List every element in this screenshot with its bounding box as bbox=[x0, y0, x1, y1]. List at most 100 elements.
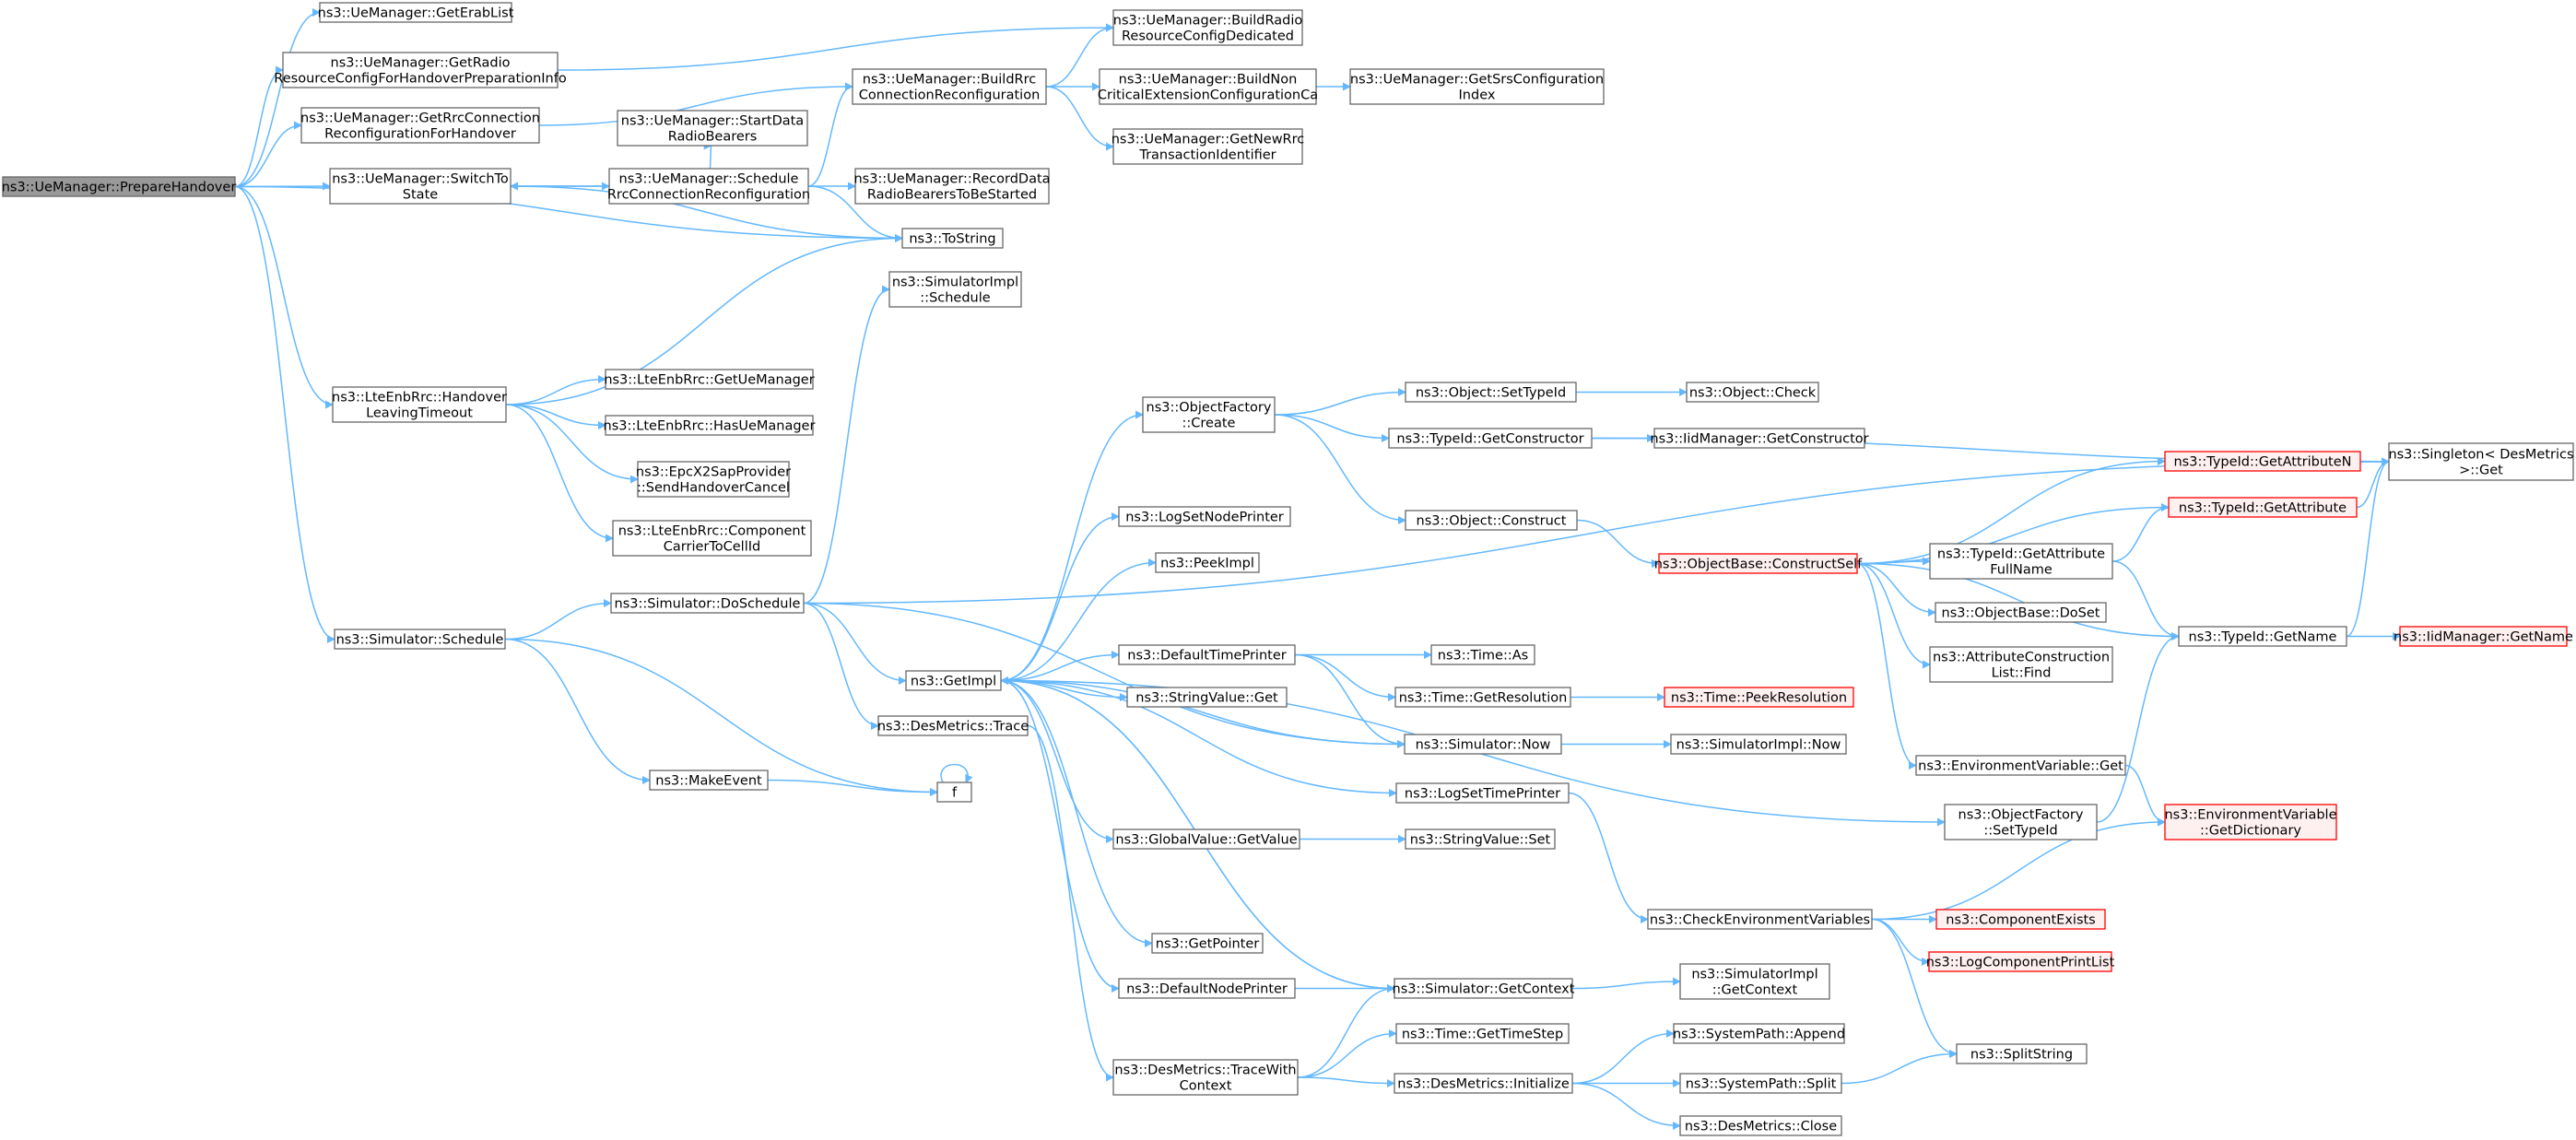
node-box bbox=[877, 715, 1029, 736]
node-sim-doschedule[interactable]: ns3::Simulator::DoSchedule bbox=[610, 593, 805, 614]
node-typeid-get-name[interactable]: ns3::TypeId::GetName bbox=[2178, 626, 2347, 647]
node-box bbox=[1151, 933, 1264, 954]
node-get-ue-manager[interactable]: ns3::LteEnbRrc::GetUeManager bbox=[604, 369, 815, 390]
node-build-non[interactable]: ns3::UeManager::BuildNonCriticalExtensio… bbox=[1098, 68, 1318, 105]
node-simulator-now[interactable]: ns3::Simulator::Now bbox=[1404, 734, 1562, 755]
node-build-radio[interactable]: ns3::UeManager::BuildRadioResourceConfig… bbox=[1112, 9, 1303, 46]
node-box bbox=[1935, 602, 2107, 623]
node-typeid-get-attribute-n[interactable]: ns3::TypeId::GetAttributeN bbox=[2164, 451, 2361, 472]
node-system-path-append[interactable]: ns3::SystemPath::Append bbox=[1673, 1023, 1845, 1044]
edge-handover-timeout-to-send-cancel bbox=[505, 404, 639, 484]
node-des-metrics-trace[interactable]: ns3::DesMetrics::Trace bbox=[877, 715, 1029, 736]
node-label: ns3::UeManager::StartData bbox=[621, 114, 804, 129]
node-object-set-type-id[interactable]: ns3::Object::SetTypeId bbox=[1405, 382, 1577, 403]
node-sim-schedule[interactable]: ns3::Simulator::Schedule bbox=[334, 629, 506, 650]
node-schedule-rrc[interactable]: ns3::UeManager::ScheduleRrcConnectionRec… bbox=[607, 168, 810, 205]
node-simulator-get-context[interactable]: ns3::Simulator::GetContext bbox=[1393, 978, 1575, 999]
node-to-string[interactable]: ns3::ToString bbox=[901, 228, 1004, 249]
node-label: ns3::Time::As bbox=[1438, 649, 1528, 664]
node-object-construct[interactable]: ns3::Object::Construct bbox=[1405, 510, 1578, 531]
node-object-factory-settypeid[interactable]: ns3::ObjectFactory::SetTypeId bbox=[1944, 804, 2098, 840]
node-peek-impl[interactable]: ns3::PeekImpl bbox=[1155, 552, 1260, 573]
node-log-set-node-printer[interactable]: ns3::LogSetNodePrinter bbox=[1118, 506, 1291, 527]
node-get-new-rrc[interactable]: ns3::UeManager::GetNewRrcTransactionIden… bbox=[1112, 128, 1305, 165]
node-object-factory-create[interactable]: ns3::ObjectFactory::Create bbox=[1142, 396, 1276, 433]
node-log-component-print-list[interactable]: ns3::LogComponentPrintList bbox=[1926, 951, 2115, 972]
node-label: ns3::UeManager::PrepareHandover bbox=[2, 181, 237, 195]
node-simimpl-get-context[interactable]: ns3::SimulatorImpl::GetContext bbox=[1679, 963, 1830, 1000]
edge-sim-schedule-to-make-event bbox=[504, 638, 651, 784]
node-box bbox=[1929, 646, 2113, 683]
node-iid-get-constructor[interactable]: ns3::IidManager::GetConstructor bbox=[1650, 428, 1869, 449]
node-get-erab-list[interactable]: ns3::UeManager::GetErabList bbox=[318, 2, 514, 23]
node-build-rrc[interactable]: ns3::UeManager::BuildRrcConnectionReconf… bbox=[852, 68, 1047, 105]
node-label: ns3::IidManager::GetName bbox=[2394, 630, 2573, 645]
node-object-base-doset[interactable]: ns3::ObjectBase::DoSet bbox=[1935, 602, 2107, 623]
node-time-get-resolution[interactable]: ns3::Time::GetResolution bbox=[1394, 687, 1571, 708]
node-global-value-get-value[interactable]: ns3::GlobalValue::GetValue bbox=[1112, 829, 1300, 850]
node-time-get-time-step[interactable]: ns3::Time::GetTimeStep bbox=[1395, 1023, 1570, 1044]
node-time-peek-resolution[interactable]: ns3::Time::PeekResolution bbox=[1664, 687, 1854, 708]
node-simimpl-schedule[interactable]: ns3::SimulatorImpl::Schedule bbox=[888, 271, 1022, 308]
node-default-time-printer[interactable]: ns3::DefaultTimePrinter bbox=[1118, 644, 1296, 665]
node-get-pointer[interactable]: ns3::GetPointer bbox=[1151, 933, 1264, 954]
node-iid-get-name[interactable]: ns3::IidManager::GetName bbox=[2394, 626, 2573, 647]
node-split-string[interactable]: ns3::SplitString bbox=[1956, 1043, 2088, 1064]
node-string-value-get[interactable]: ns3::StringValue::Get bbox=[1126, 687, 1288, 708]
node-time-as[interactable]: ns3::Time::As bbox=[1430, 644, 1535, 665]
node-label: RrcConnectionReconfiguration bbox=[607, 188, 810, 203]
node-typeid-get-constructor[interactable]: ns3::TypeId::GetConstructor bbox=[1388, 428, 1593, 449]
node-singleton-get[interactable]: ns3::Singleton< DesMetrics >::Get bbox=[2388, 442, 2574, 481]
node-env-var-get[interactable]: ns3::EnvironmentVariable::Get bbox=[1915, 755, 2126, 776]
node-has-ue-manager[interactable]: ns3::LteEnbRrc::HasUeManager bbox=[604, 415, 816, 436]
edge-typeid-get-attribute-to-singleton-get bbox=[2356, 457, 2390, 509]
call-edges bbox=[234, 8, 2401, 1130]
node-env-var-get-dict[interactable]: ns3::EnvironmentVariable::GetDictionary bbox=[2164, 804, 2337, 840]
node-get-rrc-conn[interactable]: ns3::UeManager::GetRrcConnectionReconfig… bbox=[300, 107, 540, 144]
node-make-event[interactable]: ns3::MakeEvent bbox=[649, 770, 769, 791]
node-get-impl[interactable]: ns3::GetImpl bbox=[905, 670, 1002, 691]
node-string-value-set[interactable]: ns3::StringValue::Set bbox=[1405, 829, 1556, 850]
node-label: ns3::UeManager::GetRrcConnection bbox=[300, 112, 540, 126]
node-box bbox=[1647, 909, 1873, 930]
node-box bbox=[300, 107, 540, 144]
node-label: ns3::Simulator::Now bbox=[1416, 738, 1551, 753]
node-log-set-time-printer[interactable]: ns3::LogSetTimePrinter bbox=[1395, 782, 1570, 804]
edge-sim-schedule-to-sim-doschedule bbox=[504, 599, 612, 641]
edge-get-impl-to-object-factory-create bbox=[1000, 410, 1144, 682]
node-component-exists[interactable]: ns3::ComponentExists bbox=[1935, 909, 2106, 930]
node-label: ResourceConfigDedicated bbox=[1122, 29, 1294, 44]
node-check-env-vars[interactable]: ns3::CheckEnvironmentVariables bbox=[1647, 909, 1873, 930]
edge-object-base-construct-self-to-typeid-get-attribute-n bbox=[1856, 457, 2166, 565]
node-record-data[interactable]: ns3::UeManager::RecordDataRadioBearersTo… bbox=[853, 168, 1051, 205]
node-get-radio-cfg[interactable]: ns3::UeManager::GetRadioResourceConfigFo… bbox=[274, 52, 567, 88]
node-simimpl-now[interactable]: ns3::SimulatorImpl::Now bbox=[1670, 734, 1847, 755]
node-box bbox=[1653, 428, 1865, 449]
edge-des-metrics-initialize-to-system-path-append bbox=[1571, 1029, 1675, 1085]
node-f[interactable]: f bbox=[936, 782, 972, 803]
edge-simulator-now-to-get-impl bbox=[1000, 676, 1406, 746]
node-box bbox=[1670, 734, 1847, 755]
node-default-node-printer[interactable]: ns3::DefaultNodePrinter bbox=[1118, 978, 1296, 999]
node-des-metrics-close[interactable]: ns3::DesMetrics::Close bbox=[1679, 1115, 1842, 1136]
node-object-check[interactable]: ns3::Object::Check bbox=[1686, 382, 1819, 403]
node-des-metrics-initialize[interactable]: ns3::DesMetrics::Initialize bbox=[1394, 1073, 1573, 1094]
edge-sim-doschedule-to-get-impl bbox=[803, 602, 907, 685]
node-send-cancel[interactable]: ns3::EpcX2SapProvider::SendHandoverCance… bbox=[636, 461, 791, 498]
edge-prepare-handover-to-get-rrc-conn bbox=[234, 121, 302, 188]
node-typeid-get-attribute[interactable]: ns3::TypeId::GetAttribute bbox=[2168, 497, 2358, 518]
node-label: ns3::UeManager::GetSrsConfiguration bbox=[1350, 73, 1604, 88]
node-object-base-construct-self[interactable]: ns3::ObjectBase::ConstructSelf bbox=[1654, 553, 1863, 574]
node-system-path-split[interactable]: ns3::SystemPath::Split bbox=[1679, 1073, 1842, 1094]
node-box bbox=[2388, 442, 2574, 481]
node-prepare-handover[interactable]: ns3::UeManager::PrepareHandover bbox=[2, 176, 237, 197]
edge-object-base-construct-self-to-object-base-doset bbox=[1856, 562, 1936, 617]
